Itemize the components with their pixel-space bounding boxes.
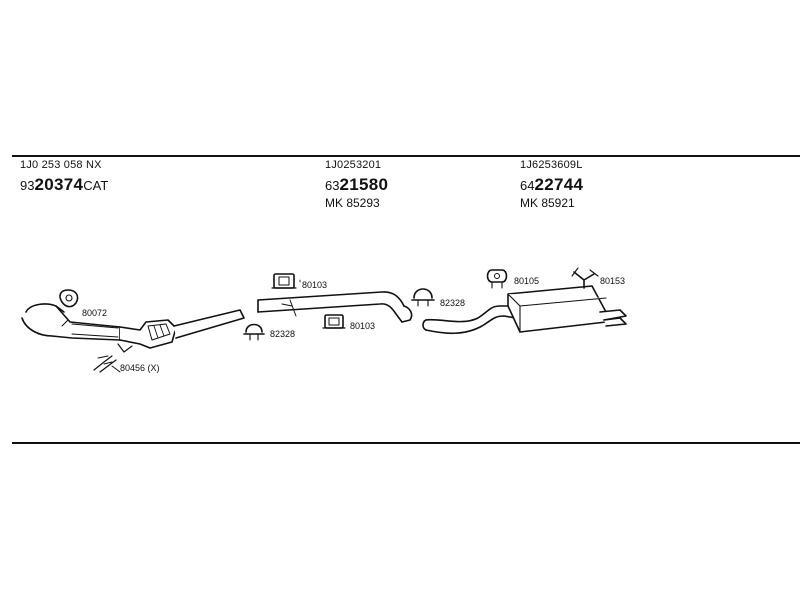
label-bracket-front: 80456 (X) (120, 363, 160, 373)
mounting-kit-number: MK 85293 (325, 196, 380, 210)
hanger-bottom-icon[interactable] (322, 314, 346, 329)
label-clamp-mid: 82328 (270, 329, 295, 339)
part-number-main: 22744 (534, 175, 584, 194)
label-hanger-mid-top: 80103 (302, 280, 327, 290)
front-downpipe[interactable] (21, 303, 121, 341)
middle-pipe[interactable] (257, 291, 413, 323)
part-number-main: 20374 (34, 175, 84, 194)
part-number-main: 21580 (339, 175, 389, 194)
label-hanger-mid-bottom: 80103 (350, 321, 375, 331)
rear-silencer[interactable] (422, 285, 627, 335)
part-number[interactable]: 6321580 (325, 176, 388, 193)
hanger-rear-icon[interactable] (486, 269, 508, 289)
part-suffix: CAT (83, 178, 109, 193)
component-labels: 80072 80456 (X) 80103 82328 80103 82328 … (82, 276, 625, 373)
part-group-front: 1J0 253 058 NX 9320374CAT (20, 159, 108, 194)
label-bracket-rear: 80153 (600, 276, 625, 286)
bottom-divider (12, 442, 800, 444)
part-prefix: 93 (20, 178, 35, 193)
oem-number: 1J0 253 058 NX (20, 159, 102, 171)
mounting-kit-number: MK 85921 (520, 196, 575, 210)
oem-number: 1J6253609L (520, 159, 583, 171)
gasket-icon[interactable] (59, 289, 79, 308)
hanger-top-icon[interactable] (271, 273, 297, 289)
clamp-rear-icon[interactable] (411, 288, 435, 307)
oem-number: 1J0253201 (325, 159, 382, 171)
part-prefix: 64 (520, 178, 535, 193)
clamp-middle-icon[interactable] (243, 323, 265, 341)
part-number[interactable]: 9320374CAT (20, 176, 108, 193)
label-hanger-rear: 80105 (514, 276, 539, 286)
part-group-rear: 1J6253609L 6422744 MK 85921 (520, 159, 583, 210)
bracket-front-icon[interactable] (93, 355, 121, 373)
part-group-middle: 1J0253201 6321580 MK 85293 (325, 159, 388, 210)
label-gasket-front: 80072 (82, 308, 107, 318)
part-prefix: 63 (325, 178, 340, 193)
label-clamp-rear: 82328 (440, 298, 465, 308)
bracket-rear-icon[interactable] (571, 267, 599, 289)
part-number[interactable]: 6422744 (520, 176, 583, 193)
catalytic-converter[interactable] (117, 309, 245, 353)
top-divider (12, 155, 800, 157)
